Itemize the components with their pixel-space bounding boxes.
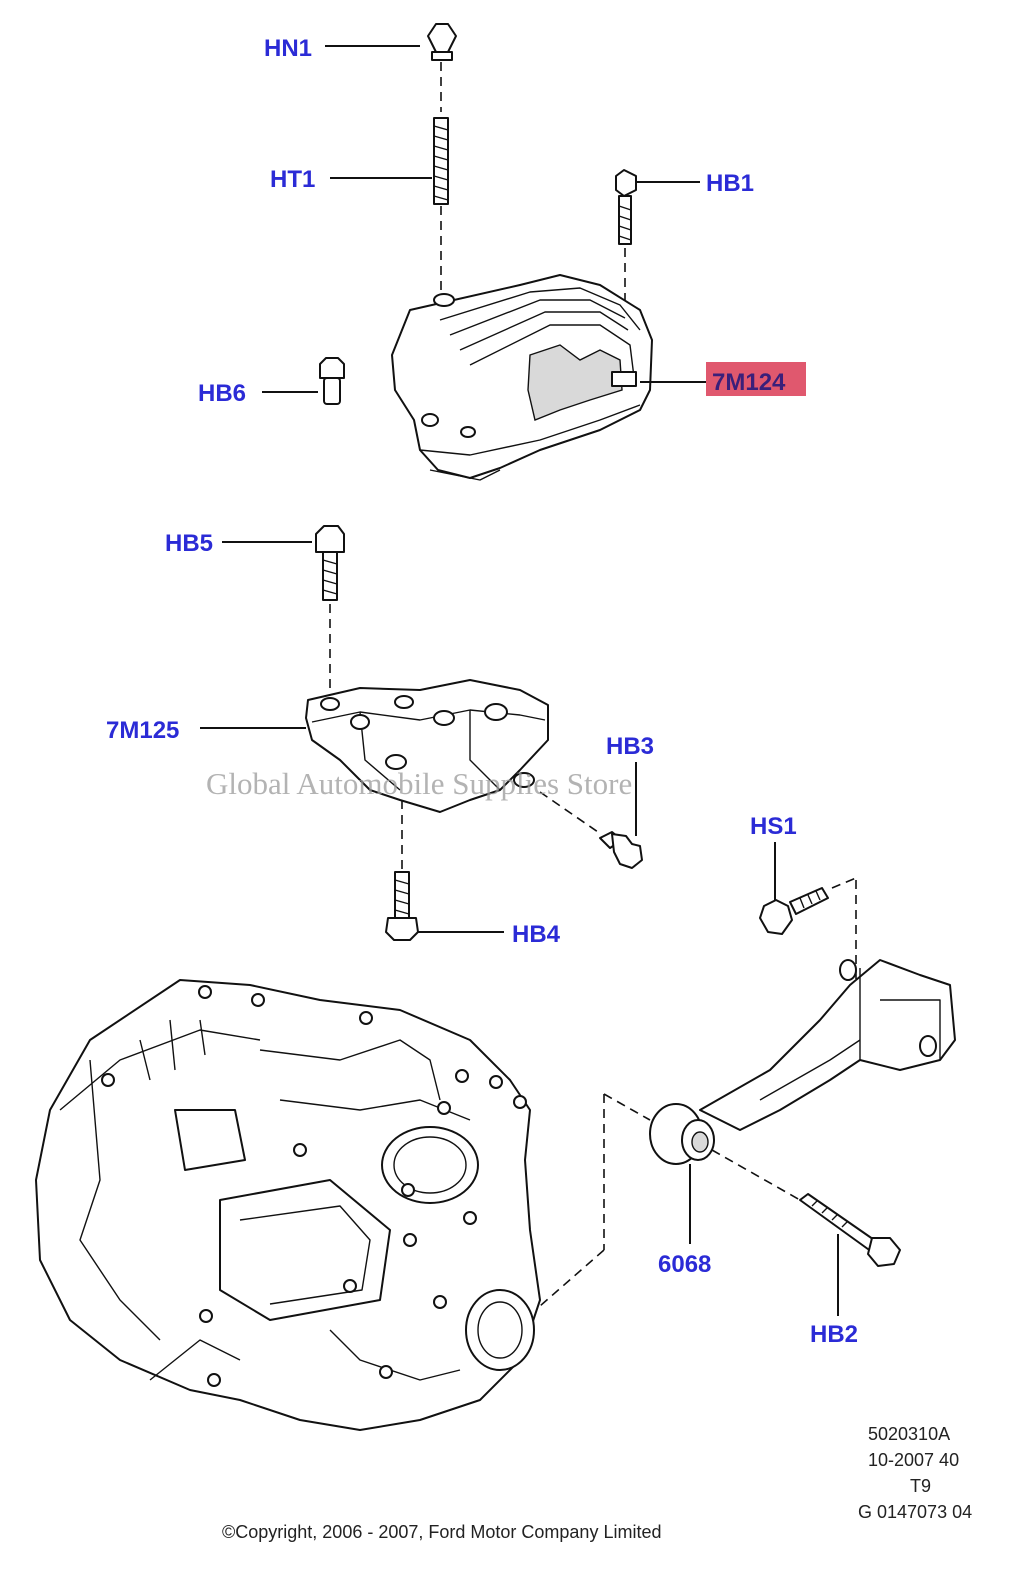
drawing-code-2: 10-2007 40 bbox=[868, 1450, 959, 1470]
drawing-code-3: T9 bbox=[910, 1476, 931, 1496]
bracket-7m125 bbox=[200, 679, 549, 813]
callout-hb6: HB6 bbox=[198, 380, 246, 407]
callout-7m124: 7M124 bbox=[712, 369, 786, 396]
callout-6068: 6068 bbox=[658, 1251, 711, 1278]
transmission-link-line-2 bbox=[539, 1249, 605, 1307]
callout-hb2: HB2 bbox=[810, 1321, 858, 1348]
hb3-bolt bbox=[539, 762, 643, 869]
callout-hn1: HN1 bbox=[264, 35, 312, 62]
callout-ht1: HT1 bbox=[270, 166, 315, 193]
callout-hb1: HB1 bbox=[706, 170, 754, 197]
engine-mount-7m124 bbox=[391, 274, 706, 481]
callout-hb3: HB3 bbox=[606, 733, 654, 760]
drawing-code-1: 5020310A bbox=[868, 1424, 950, 1444]
hb2-bolt bbox=[711, 1149, 901, 1316]
torque-rod-link-line bbox=[603, 1093, 651, 1121]
callout-hs1: HS1 bbox=[750, 813, 797, 840]
copyright-notice: ©Copyright, 2006 - 2007, Ford Motor Comp… bbox=[222, 1522, 661, 1542]
drawing-code-4: G 0147073 04 bbox=[858, 1502, 972, 1522]
hb1-bolt bbox=[615, 169, 700, 302]
torque-rod-6068 bbox=[649, 959, 956, 1244]
ht1-stud bbox=[330, 117, 449, 290]
hb5-bolt bbox=[222, 525, 345, 690]
hb4-bolt bbox=[385, 800, 504, 941]
hn1-nut bbox=[325, 23, 457, 112]
callout-7m125: 7M125 bbox=[106, 717, 179, 744]
hb6-bolt bbox=[262, 357, 345, 405]
transmission-housing bbox=[35, 979, 541, 1431]
callout-hb4: HB4 bbox=[512, 921, 561, 948]
watermark: Global Automobile Supplies Store bbox=[206, 766, 632, 801]
callout-hb5: HB5 bbox=[165, 530, 213, 557]
highlight-box-7m124 bbox=[706, 362, 806, 396]
